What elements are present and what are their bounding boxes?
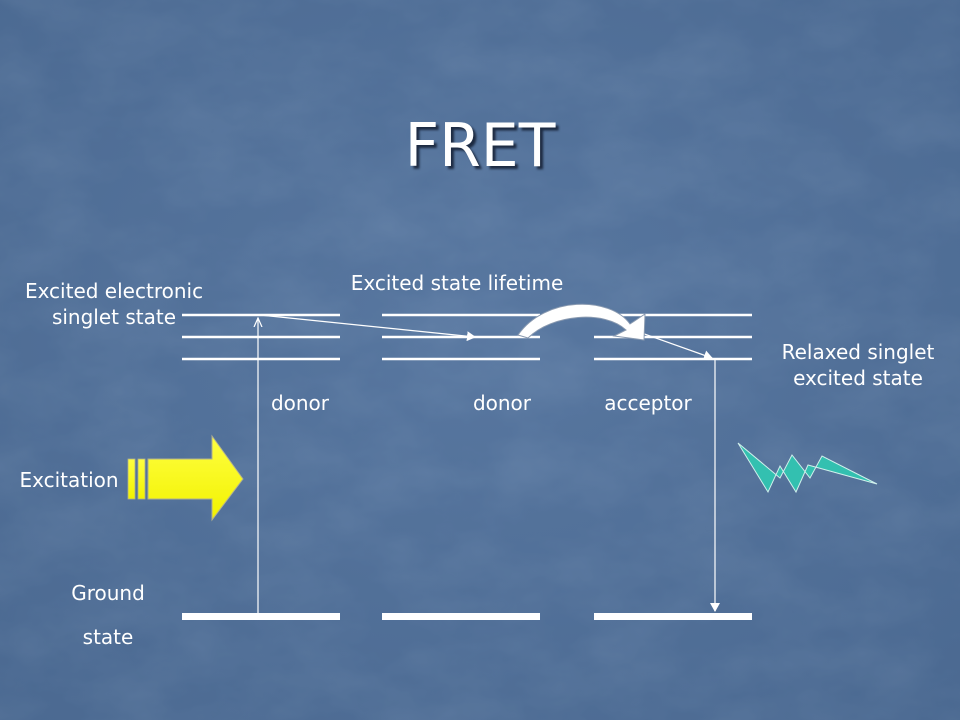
lightning-bolt-icon: [737, 442, 878, 494]
excited-state-lifetime-label: Excited state lifetime: [350, 271, 564, 295]
donor-label-1: donor: [270, 391, 330, 415]
excited-electronic-label: Excited electronic singlet state: [4, 278, 224, 330]
relaxed-singlet-label-line2: excited state: [793, 366, 923, 390]
acceptor-label: acceptor: [604, 391, 692, 415]
donor-relaxation-arrow: [259, 314, 476, 342]
excitation-label: Excitation: [19, 468, 119, 492]
slide-title: FRET: [404, 111, 556, 181]
relaxed-singlet-label: Relaxed singlet excited state: [758, 339, 958, 391]
donor-label-2: donor: [472, 391, 532, 415]
donor-relaxed-levels: [382, 313, 540, 361]
excitation-arrow-icon: [127, 434, 244, 522]
relaxed-singlet-label-line1: Relaxed singlet: [781, 340, 935, 364]
ground-label: Ground: [71, 581, 145, 605]
excited-electronic-label-line2: singlet state: [51, 305, 177, 329]
curved-transfer-arrow-icon: [517, 303, 646, 341]
state-label: state: [82, 625, 134, 649]
ground-state-levels: [182, 613, 752, 620]
excited-electronic-label-line1: Excited electronic: [24, 279, 204, 303]
